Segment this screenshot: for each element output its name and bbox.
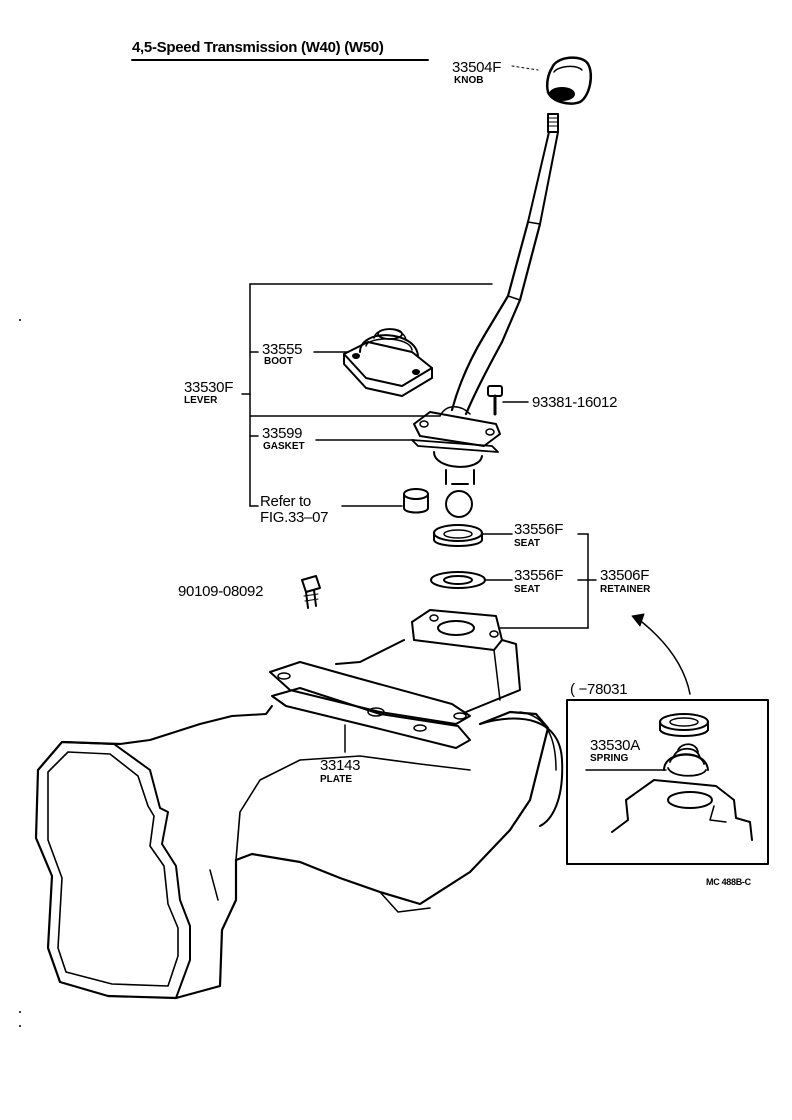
inset-callout-arrowhead [631,613,645,627]
figure-code: MC 488B-C [706,877,751,887]
diagram-title: 4,5-Speed Transmission (W40) (W50) [132,39,384,56]
retainer-part-name: RETAINER [600,584,651,595]
transmission-housing-drawing [34,609,564,1000]
lever-bolt-drawing [487,385,503,416]
inset-detail [566,699,769,865]
plate-part-number: 33143 [320,757,361,774]
upper-seat-part-name: SEAT [514,538,540,549]
retainer-bracket [499,533,597,629]
inset-date-range: ( −78031 [570,681,628,698]
knob-drawing [545,56,592,105]
knob-leader [511,65,539,71]
gasket-part-number: 33599 [262,425,303,442]
lever-bolt-part-number: 93381-16012 [532,394,618,411]
lever-part-name: LEVER [184,395,218,406]
refer-figure-text: FIG.33–07 [260,509,329,526]
lever-bracket [241,283,493,507]
spring-part-number: 33530A [590,737,640,754]
boot-part-number: 33555 [262,341,303,358]
bushing-drawing [403,488,429,514]
knob-part-number: 33504F [452,59,502,76]
side-bolt-part-number: 90109-08092 [178,583,264,600]
gasket-part-name: GASKET [263,441,305,452]
plate-part-name: PLATE [320,774,353,785]
lower-seat-part-number: 33556F [514,567,564,584]
retainer-part-number: 33506F [600,567,650,584]
side-bolt-drawing [301,575,321,609]
boot-drawing [343,328,433,397]
upper-seat-drawing [433,524,483,547]
refer-to-text: Refer to [260,493,311,510]
shift-lever-drawing [411,113,559,518]
lower-seat-drawing [430,571,486,589]
boot-part-name: BOOT [264,356,293,367]
knob-part-name: KNOB [454,75,484,86]
upper-seat-part-number: 33556F [514,521,564,538]
lever-part-number: 33530F [184,379,234,396]
inset-callout-arrow [641,621,691,695]
spring-part-name: SPRING [590,753,629,764]
lower-seat-part-name: SEAT [514,584,540,595]
